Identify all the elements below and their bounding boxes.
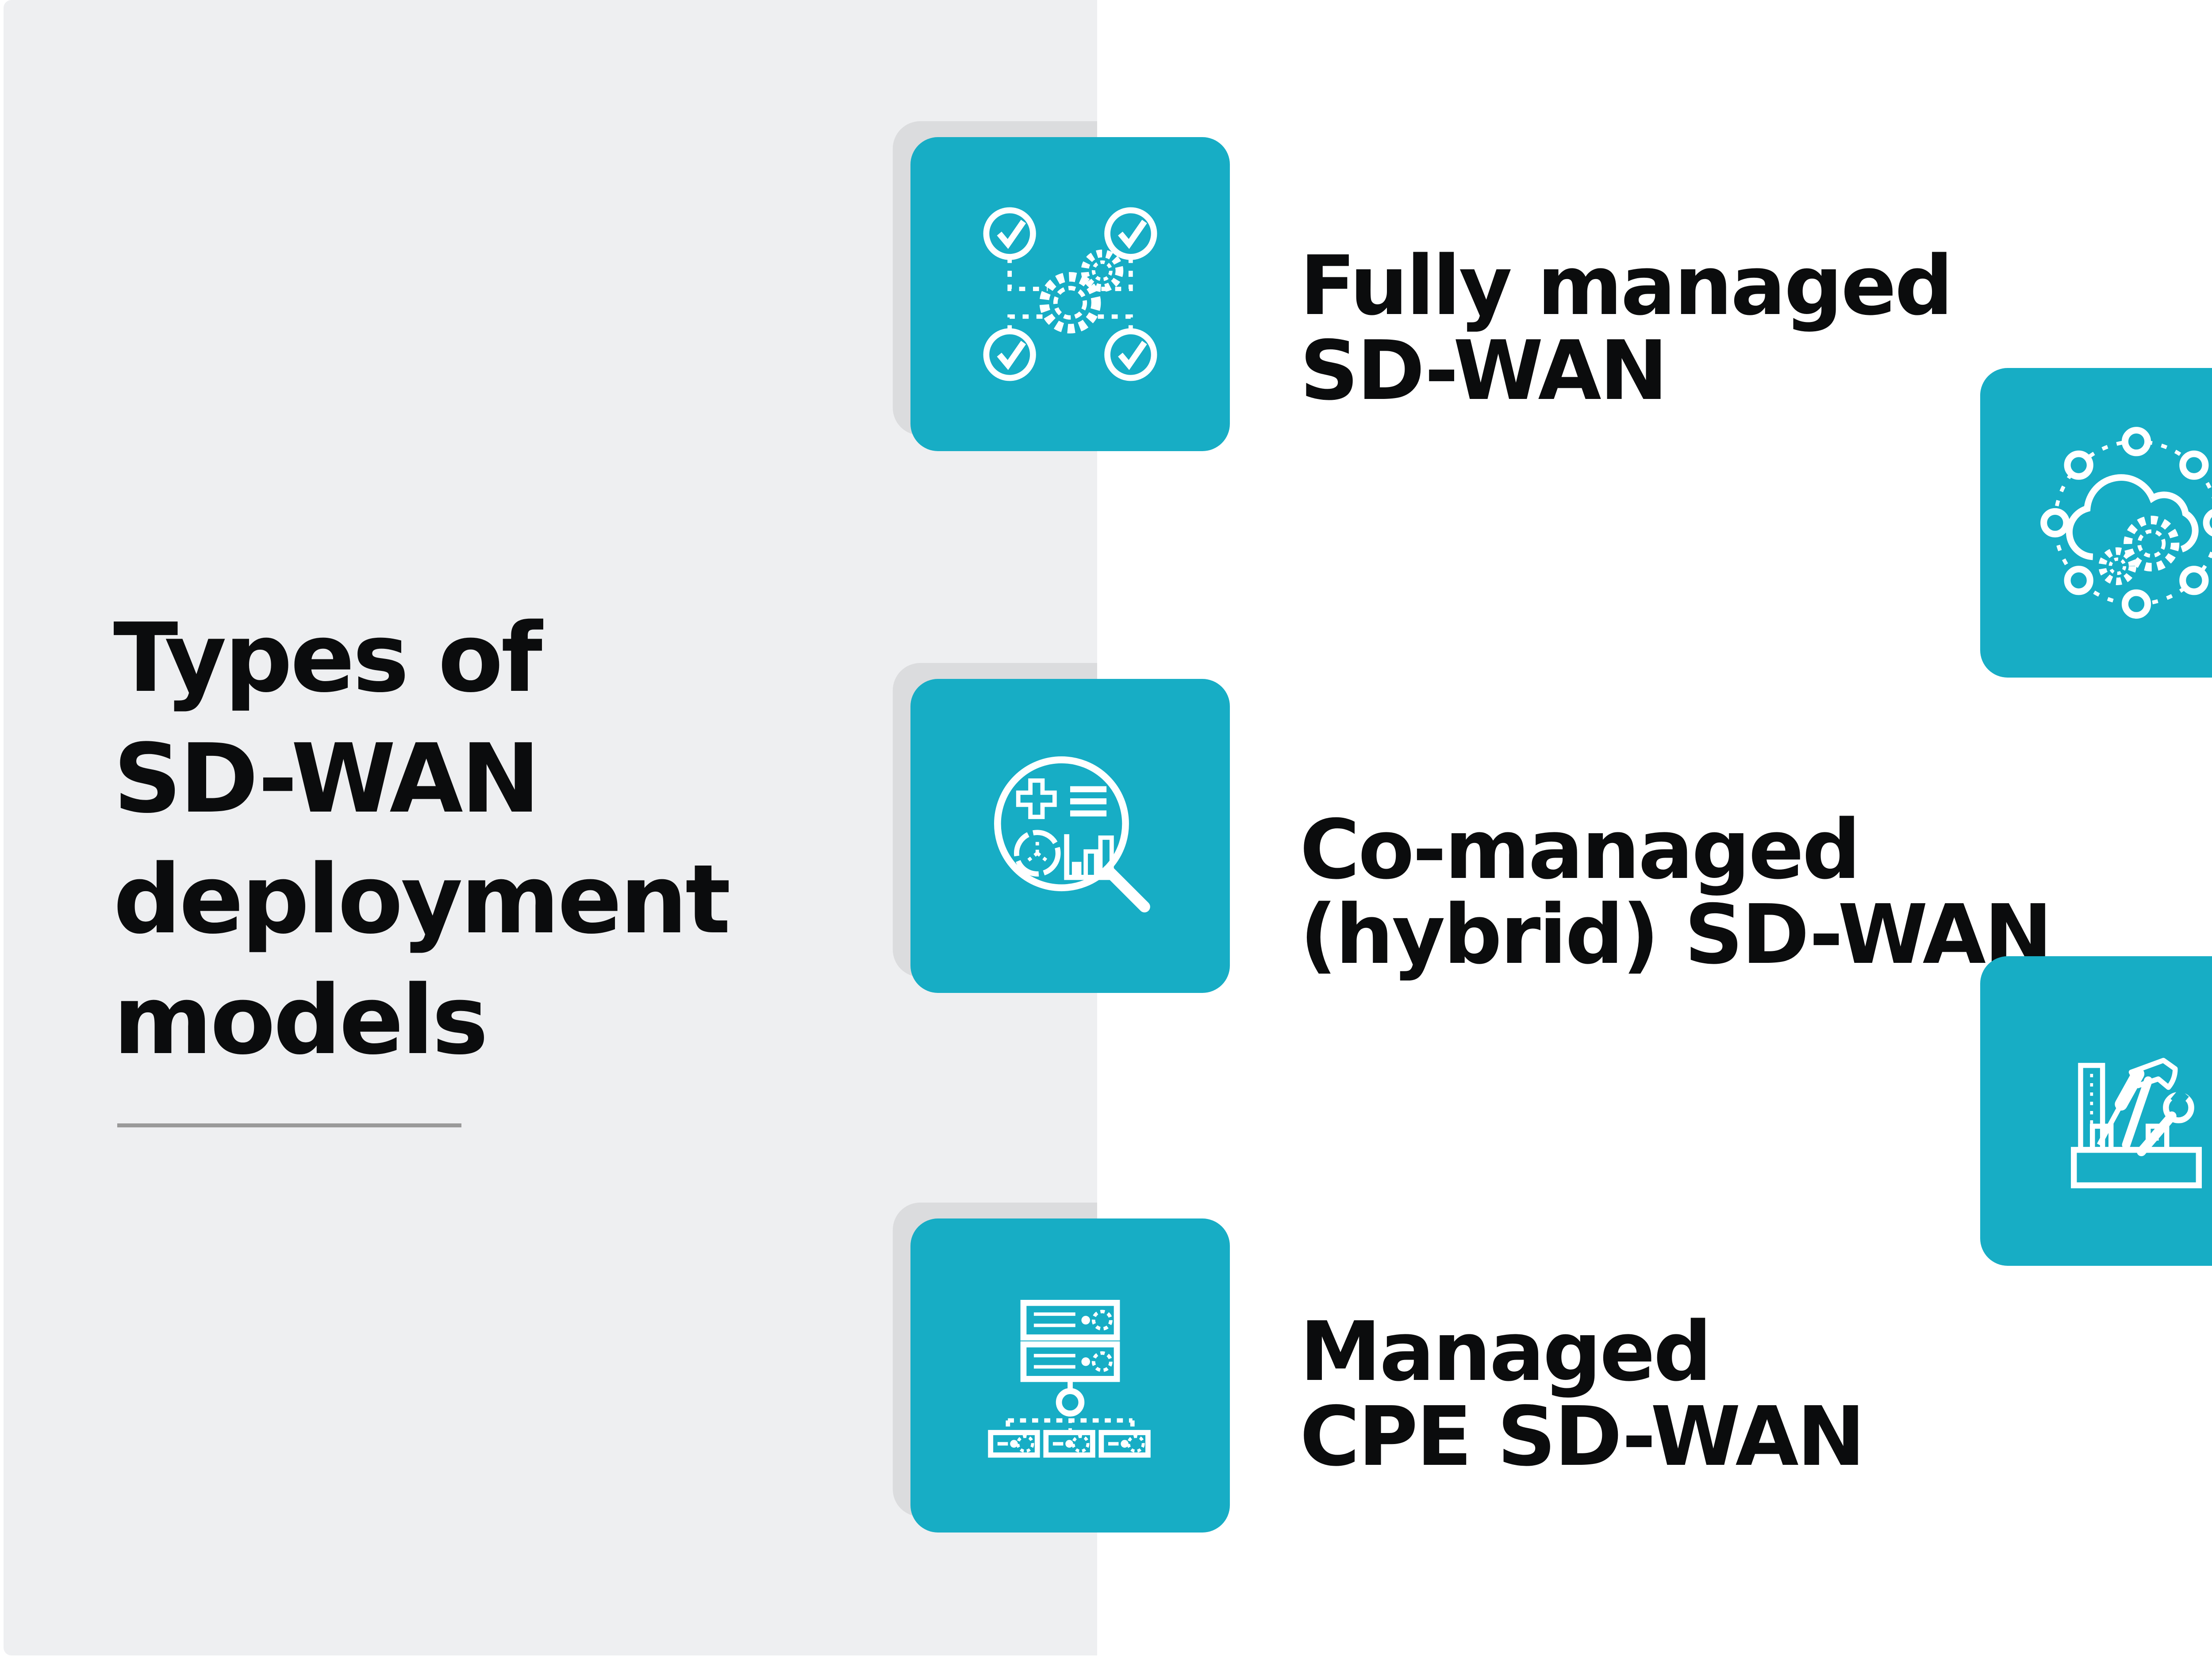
- label-managed-cpe-sdwan: Managed CPE SD-WAN: [1300, 1304, 1866, 1484]
- toolbox-icon: [2071, 1057, 2202, 1188]
- title-divider: [117, 1123, 461, 1127]
- tile-fully-managed-sdwan: [910, 137, 1230, 451]
- tile-co-managed-sdwan: [910, 679, 1230, 993]
- cloud-gears-icon: [2040, 427, 2212, 619]
- label-co-managed-sdwan: Co-managed (hybrid) SD-WAN: [1300, 802, 2053, 982]
- checkmarks-gears-icon: [983, 207, 1157, 381]
- tile-diy-sdwan: [1980, 956, 2212, 1266]
- tile-sd-wanaas: [1980, 368, 2212, 678]
- server-network-icon: [988, 1299, 1151, 1458]
- tile-managed-cpe-sdwan: [910, 1218, 1230, 1533]
- label-fully-managed-sdwan: Fully managed SD-WAN: [1300, 238, 1953, 418]
- page-title: Types of SD-WAN deployment models: [113, 602, 731, 1076]
- magnifier-analytics-icon: [994, 756, 1150, 912]
